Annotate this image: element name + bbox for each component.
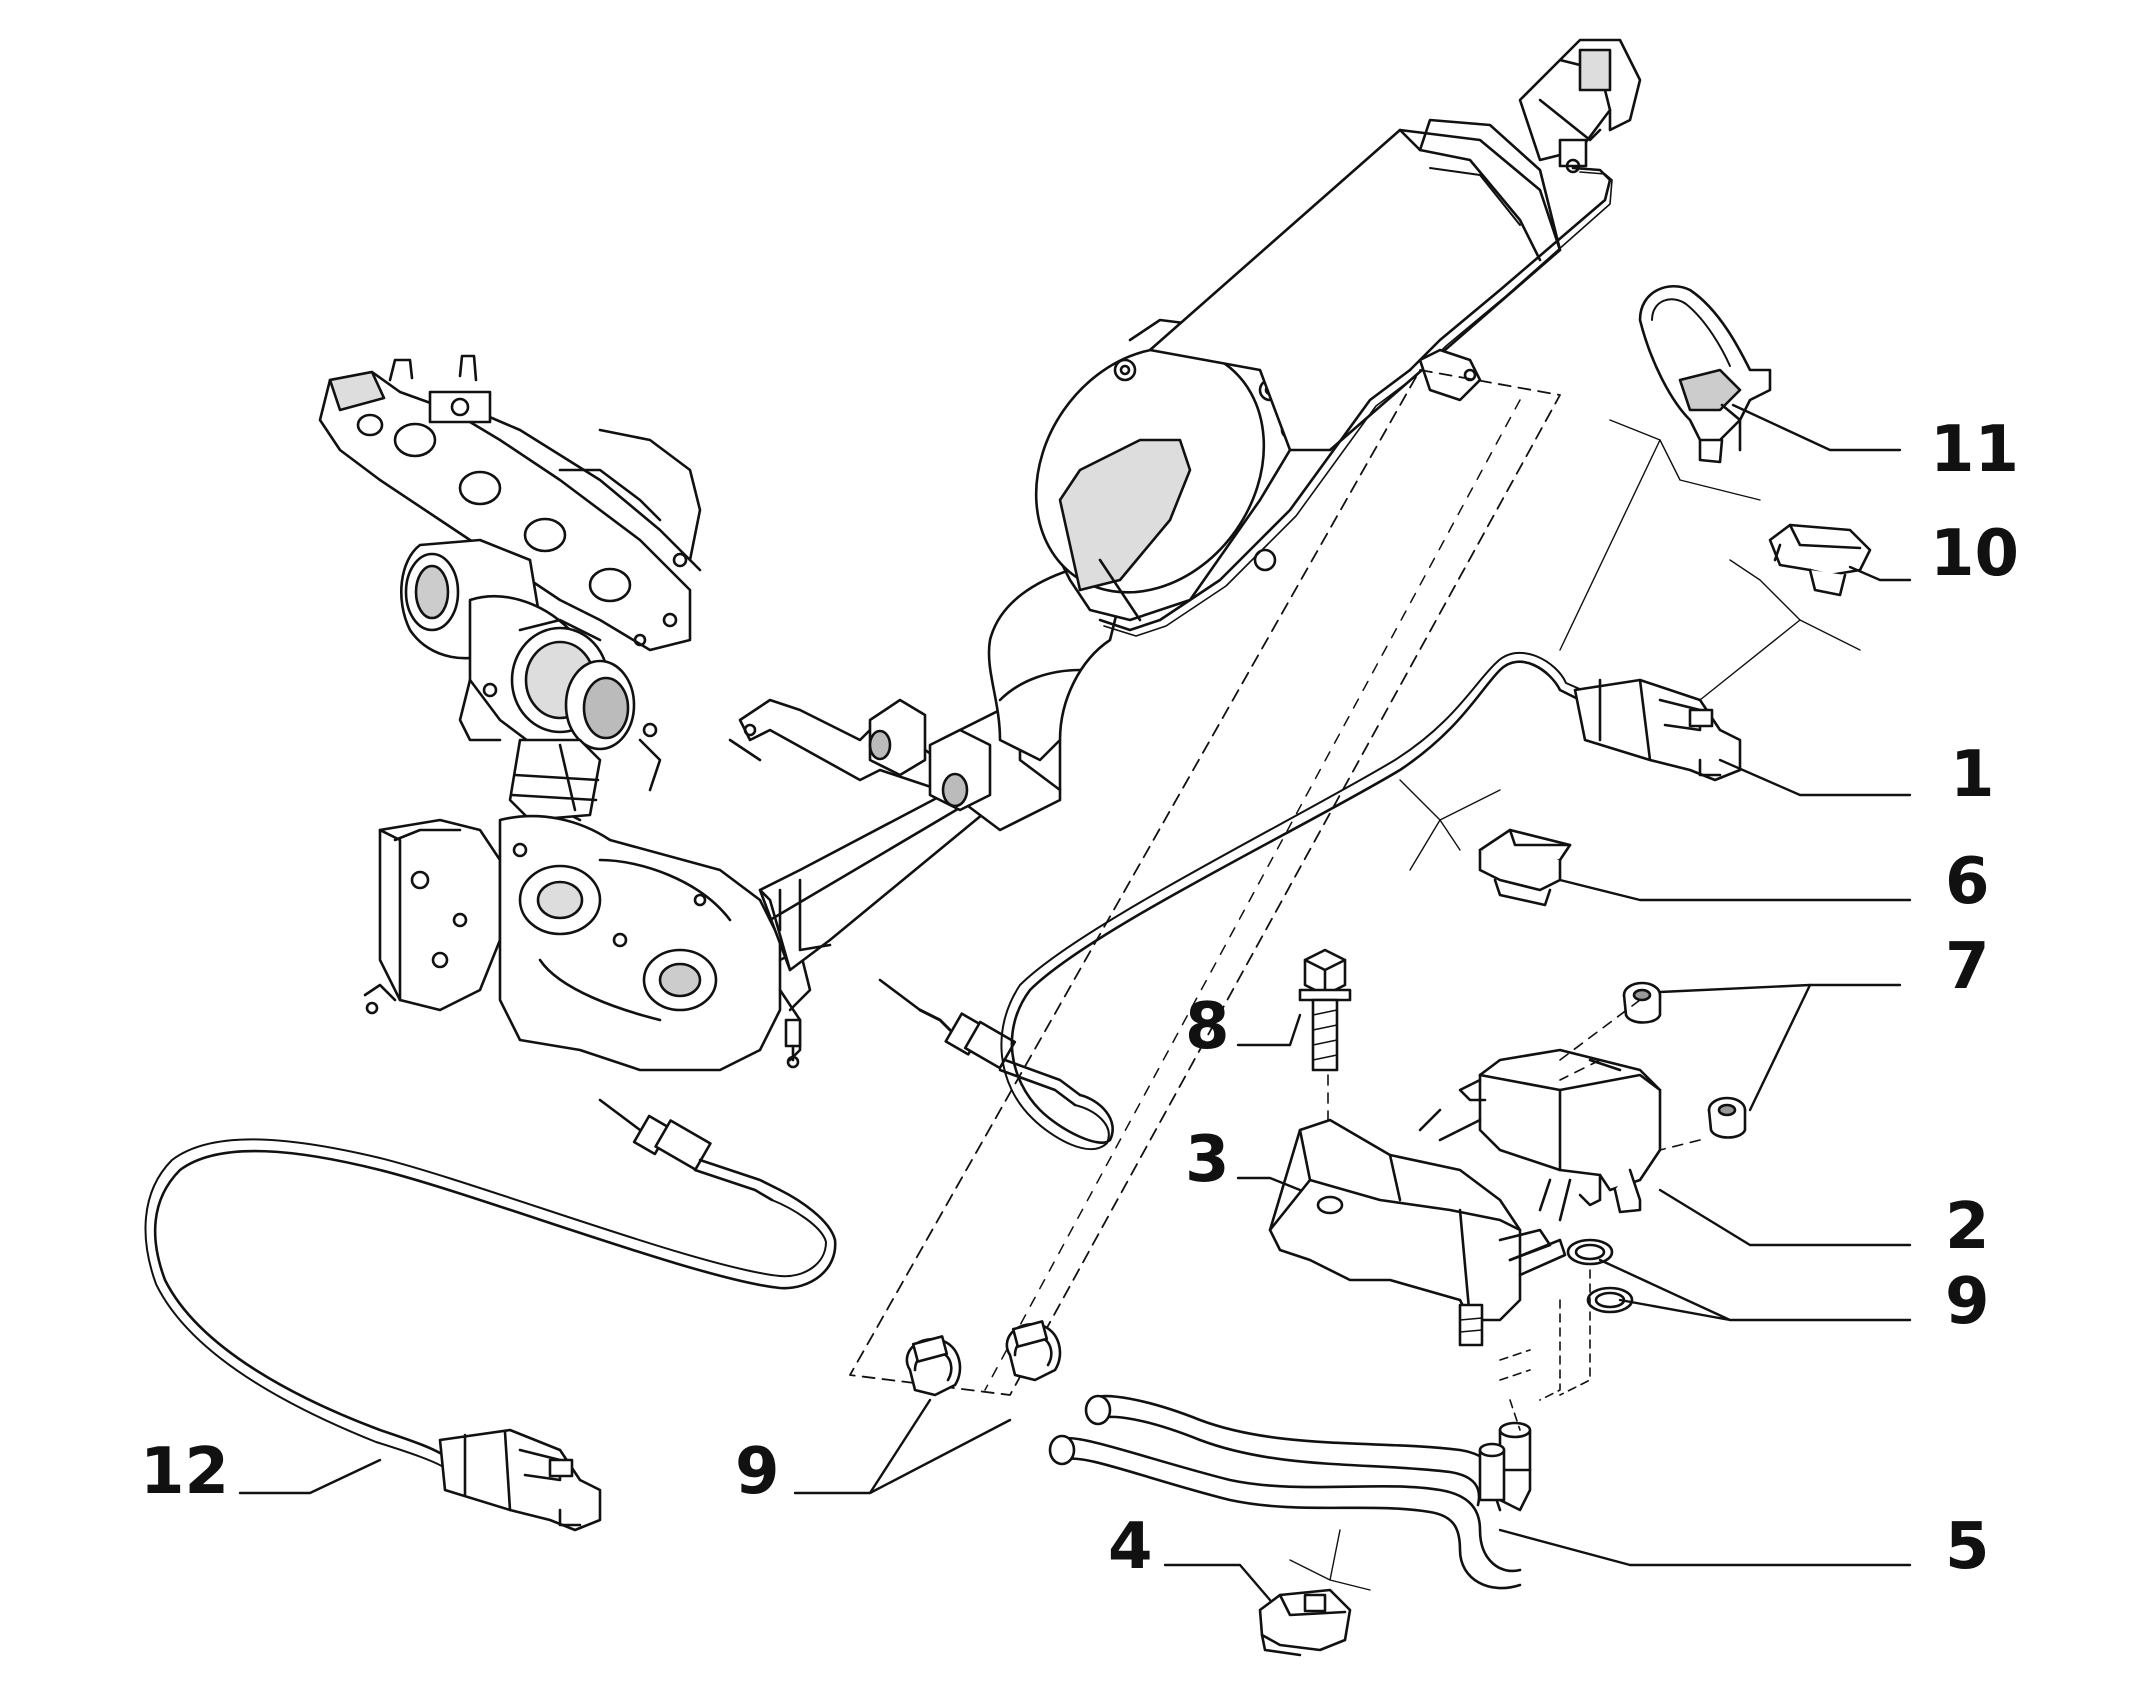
assembly-boundary: [849, 369, 1561, 1396]
part-9-hose-clamps: [905, 1238, 1634, 1397]
callout-5: 5: [1945, 1510, 1990, 1584]
turbocharger: [399, 538, 662, 822]
part-8-bolt: [1298, 948, 1352, 1181]
callout-2: 2: [1945, 1190, 1990, 1264]
callout-10: 10: [1930, 517, 2020, 591]
callout-6: 6: [1945, 845, 1990, 919]
exhaust-temp-sensor-12: [144, 1098, 837, 1532]
oxidation-catalyst: [363, 814, 812, 1072]
part-5-hoses: [1048, 1269, 1591, 1590]
callout-3: 3: [1185, 1123, 1230, 1197]
callout-7: 7: [1945, 930, 1990, 1004]
middle-pipe: [728, 518, 1132, 972]
part-6-bracket: [1478, 828, 1572, 907]
part-11-cable-clip: [1638, 285, 1772, 464]
downpipe: [508, 738, 602, 822]
part-2-pressure-sensor: [1418, 999, 1701, 1222]
callout-8: 8: [1185, 990, 1230, 1064]
part-7-grommets: [1622, 981, 1747, 1139]
callout-9-right: 9: [1945, 1265, 1990, 1339]
part-3-bracket: [1268, 1118, 1567, 1347]
exhaust-manifold: [318, 354, 702, 652]
callout-11: 11: [1930, 413, 2020, 487]
part-4-clip: [1258, 1588, 1352, 1657]
leader-lines: [238, 403, 1912, 1602]
callout-12: 12: [140, 1435, 230, 1509]
callout-4: 4: [1108, 1510, 1153, 1584]
group-reference-lines: [1289, 419, 1861, 1591]
callout-9-left: 9: [735, 1435, 780, 1509]
exhaust-temp-sensor-1: [878, 651, 1742, 1150]
part-10-clip: [1768, 523, 1872, 597]
particulate-filter: [1034, 38, 1642, 637]
callout-1: 1: [1950, 738, 1995, 812]
